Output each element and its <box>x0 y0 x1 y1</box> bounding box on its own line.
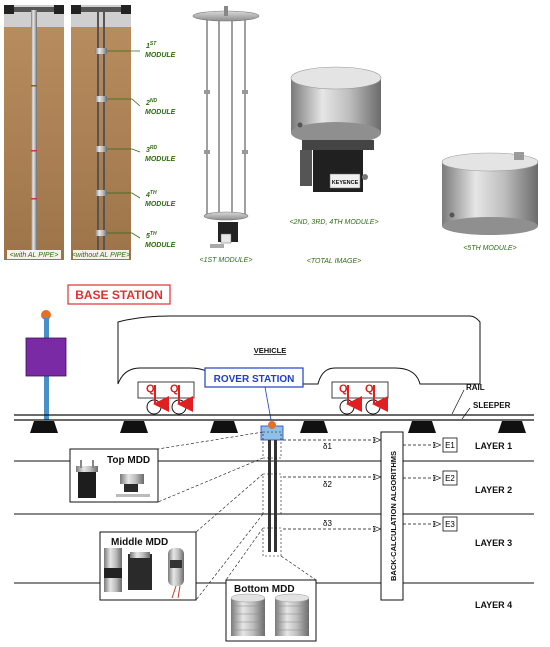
vehicle-label: VEHICLE <box>254 346 287 355</box>
caption-first-module: <1ST MODULE> <box>200 257 253 264</box>
rail-label: RAIL <box>466 383 485 392</box>
soil-column-with-pipe: <with AL PIPE> <box>4 5 64 260</box>
top-mdd-label: Top MDD <box>107 455 150 466</box>
rover-station: ROVER STATION <box>204 367 304 421</box>
svg-text:MODULE: MODULE <box>145 201 176 208</box>
svg-text:Q: Q <box>146 383 155 395</box>
track: RAIL SLEEPER <box>14 383 534 433</box>
caption-fifth-module: <5TH MODULE> <box>463 245 516 252</box>
modulus-label: E2 <box>445 474 455 483</box>
algorithm-label: BACK-CALCULATION ALGORITHMS <box>389 451 398 581</box>
modulus-label: E1 <box>445 441 455 450</box>
load-arrow: Q <box>170 383 193 412</box>
sensor-brand: KEYENCE <box>332 180 359 186</box>
layer-label: LAYER 2 <box>475 485 512 495</box>
caption-with-pipe: <with AL PIPE> <box>10 252 59 259</box>
fifth-module-assembly: <5TH MODULE> <box>441 152 539 252</box>
caption-without-pipe: <without AL PIPE> <box>72 252 130 259</box>
moduli-outputs: E1 E2 E3 <box>403 437 458 532</box>
module-label-1: 1ST MODULE <box>145 41 176 59</box>
middle-module-assembly: KEYENCE <2ND, 3RD, 4TH MODULE> <TOTAL IM… <box>289 66 382 265</box>
back-calculation-box: BACK-CALCULATION ALGORITHMS <box>380 431 404 601</box>
module-label-3: 3RD MODULE <box>145 145 176 163</box>
soil-column-without-pipe: <without AL PIPE> <box>71 5 131 260</box>
module-label-4: 4TH MODULE <box>145 190 176 208</box>
svg-text:MODULE: MODULE <box>145 109 176 116</box>
caption-middle-modules: <2ND, 3RD, 4TH MODULE> <box>289 219 378 226</box>
top-mdd-inset: Top MDD <box>69 448 159 503</box>
deflection-label: δ2 <box>323 480 332 489</box>
sleeper-label: SLEEPER <box>473 401 511 410</box>
load-arrow: Q <box>365 383 388 412</box>
layer-labels: LAYER 1 LAYER 2 LAYER 3 LAYER 4 <box>475 441 512 610</box>
bottom-mdd-inset: Bottom MDD <box>225 579 317 642</box>
layer-label: LAYER 1 <box>475 441 512 451</box>
svg-text:Q: Q <box>365 383 374 395</box>
svg-text:1ST: 1ST <box>146 41 157 50</box>
base-station-label: BASE STATION <box>75 288 163 302</box>
deflection-label: δ1 <box>323 442 332 451</box>
svg-text:Q: Q <box>339 383 348 395</box>
module-labels: 1ST MODULE 2ND MODULE 3RD MODULE 4TH MOD… <box>145 41 176 249</box>
first-module-assembly: <1ST MODULE> <box>192 6 260 264</box>
mdd-borehole <box>260 421 284 557</box>
svg-text:MODULE: MODULE <box>145 52 176 59</box>
load-arrows: Q Q Q Q <box>146 383 388 412</box>
deflection-arrows: δ1 δ2 δ3 <box>283 440 380 529</box>
deflection-label: δ3 <box>323 519 332 528</box>
load-arrow: Q <box>339 383 362 412</box>
caption-total-image: <TOTAL IMAGE> <box>307 258 361 265</box>
svg-text:Q: Q <box>170 383 179 395</box>
svg-text:MODULE: MODULE <box>145 242 176 249</box>
layer-label: LAYER 3 <box>475 538 512 548</box>
load-arrow: Q <box>146 383 169 412</box>
zoom-guides <box>157 431 317 601</box>
module-leaders <box>107 50 141 239</box>
bottom-mdd-label: Bottom MDD <box>234 584 295 595</box>
base-station: BASE STATION <box>25 284 171 420</box>
module-label-5: 5TH MODULE <box>145 231 176 249</box>
svg-text:5TH: 5TH <box>146 231 157 240</box>
middle-mdd-label: Middle MDD <box>111 537 168 548</box>
middle-mdd-inset: Middle MDD <box>99 531 197 601</box>
layer-label: LAYER 4 <box>475 600 512 610</box>
rover-station-label: ROVER STATION <box>214 374 295 385</box>
svg-text:3RD: 3RD <box>146 145 158 154</box>
svg-text:MODULE: MODULE <box>145 156 176 163</box>
svg-text:4TH: 4TH <box>145 190 157 199</box>
svg-text:2ND: 2ND <box>145 98 158 107</box>
module-label-2: 2ND MODULE <box>145 98 176 116</box>
vehicle: VEHICLE <box>117 315 481 415</box>
modulus-label: E3 <box>445 520 455 529</box>
